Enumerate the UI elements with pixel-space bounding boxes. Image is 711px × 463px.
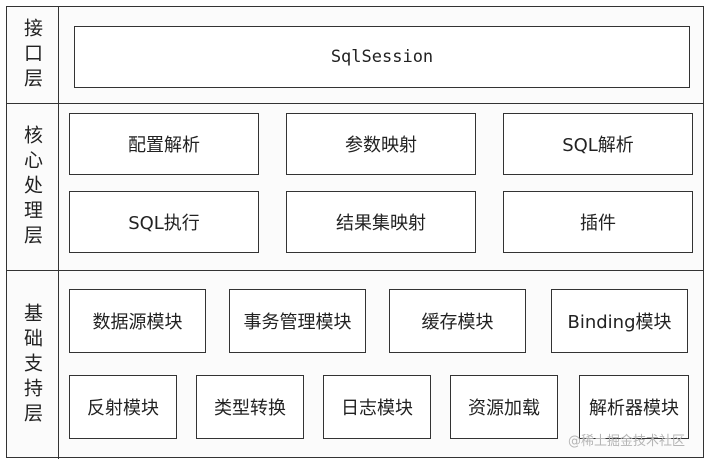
- module-type-conversion: 类型转换: [196, 375, 304, 439]
- module-param-mapping: 参数映射: [286, 113, 476, 175]
- layer-base: 基础支持层 数据源模块 事务管理模块 缓存模块 Binding模块 反射模块 类…: [7, 271, 703, 459]
- module-resource-loading: 资源加载: [450, 375, 558, 439]
- architecture-diagram: 接口层 SqlSession 核心处理层 配置解析 参数映射 SQL解析 SQL…: [6, 6, 704, 459]
- module-sqlsession: SqlSession: [74, 26, 690, 88]
- module-sql-parse: SQL解析: [503, 113, 693, 175]
- module-plugin: 插件: [503, 191, 693, 253]
- layer-interface: 接口层 SqlSession: [7, 7, 703, 104]
- module-config-parse: 配置解析: [69, 113, 259, 175]
- module-reflection: 反射模块: [69, 375, 177, 439]
- module-binding: Binding模块: [551, 289, 688, 353]
- module-resultset-mapping: 结果集映射: [286, 191, 476, 253]
- module-transaction: 事务管理模块: [229, 289, 366, 353]
- module-logging: 日志模块: [323, 375, 431, 439]
- layer-label-core: 核心处理层: [7, 104, 59, 270]
- module-cache: 缓存模块: [389, 289, 526, 353]
- module-datasource: 数据源模块: [69, 289, 206, 353]
- layer-label-base: 基础支持层: [7, 271, 59, 459]
- module-sql-exec: SQL执行: [69, 191, 259, 253]
- layer-core: 核心处理层 配置解析 参数映射 SQL解析 SQL执行 结果集映射 插件: [7, 104, 703, 271]
- watermark: @稀土掘金技术社区: [567, 434, 685, 449]
- module-parser: 解析器模块: [579, 375, 689, 439]
- layer-label-interface: 接口层: [7, 7, 59, 103]
